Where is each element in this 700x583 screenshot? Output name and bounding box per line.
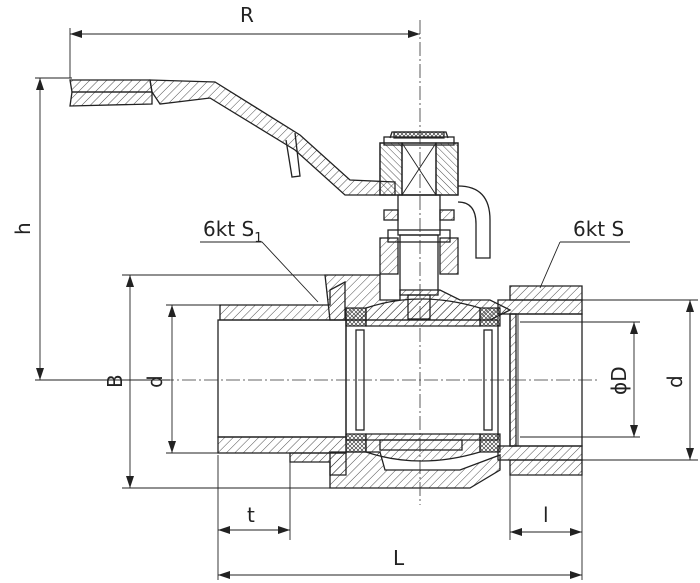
label-hex-s1-sub: 1 <box>254 231 262 246</box>
lever-handle <box>69 79 396 196</box>
label-phiD: ϕD <box>607 366 631 395</box>
dimension-lines <box>35 28 698 580</box>
label-d-left: d <box>143 375 167 388</box>
label-R: R <box>240 3 254 27</box>
label-hex-s1: 6kt S1 <box>203 217 262 246</box>
dimension-labels: R h B d ϕD d t l L 6kt S1 6kt S <box>11 3 687 570</box>
label-hex-s: 6kt S <box>573 217 624 241</box>
label-L: L <box>393 546 405 570</box>
label-l: l <box>543 503 549 527</box>
label-h: h <box>11 222 35 235</box>
center-lines <box>160 20 600 505</box>
label-B: B <box>103 374 127 388</box>
label-d-right: d <box>663 375 687 388</box>
label-t: t <box>247 503 255 527</box>
label-hex-s1-main: 6kt S <box>203 217 254 241</box>
valve-body <box>217 274 583 489</box>
stem-assembly <box>379 131 491 320</box>
